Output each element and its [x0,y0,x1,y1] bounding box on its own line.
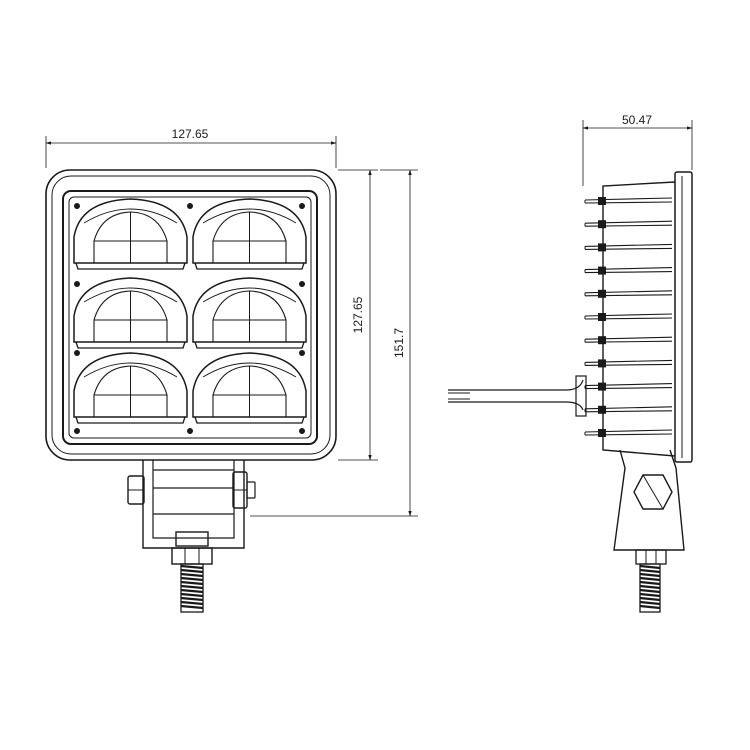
lens-window [68,196,312,439]
bolt-thread [180,604,204,610]
side-dimensions: 50.47 [582,113,693,186]
width-dimension-label: 127.65 [172,127,209,141]
screw [299,350,305,356]
screw [187,203,193,209]
bolt-thread [180,588,204,594]
led-reflector [192,198,307,270]
side-bracket [613,449,685,613]
bolt-thread [180,584,204,590]
screw [74,203,80,209]
bolt-thread [180,592,204,598]
bolt-thread [639,568,661,574]
bolt-thread [180,572,204,578]
led-reflector [192,277,307,349]
screws [74,203,305,434]
heat-sink-fin [584,220,673,229]
overall-height-dimension-label: 151.7 [392,328,406,358]
heat-sink-fin [584,243,673,252]
screw [299,281,305,287]
screw [187,428,193,434]
led-reflector [73,277,188,349]
bolt-thread [639,604,661,610]
housing-inner [51,175,331,455]
led-reflector [73,352,188,424]
side-view [448,171,693,613]
front-dimensions: 127.65 127.65 151.7 [45,127,418,517]
bolt-thread [639,572,661,578]
heat-sink-fins [584,197,673,437]
bolt-thread [180,568,204,574]
bolt-thread [180,564,204,570]
housing-outer [45,169,337,461]
bolt-thread [180,600,204,606]
heat-sink-fin [584,289,673,298]
bolt-thread [639,584,661,590]
base-nut [175,531,209,547]
bolt-thread [639,588,661,594]
lens-bezel [62,190,318,445]
heat-sink-fin [584,359,673,368]
bolt-thread [639,564,661,570]
heat-sink-fin [584,405,673,414]
mounting-bracket [127,460,256,565]
side-lens-plate [674,171,693,463]
threaded-bolt [180,563,204,613]
screw [299,428,305,434]
front-view [45,169,337,613]
led-reflectors [73,198,307,424]
power-cable [448,375,587,417]
bolt-thread [639,600,661,606]
bolt-thread [639,596,661,602]
bolt-thread [639,592,661,598]
bolt-thread [180,576,204,582]
heat-sink-fin [584,266,673,275]
bolt-thread [180,596,204,602]
bolt-thread [639,576,661,582]
led-reflector [192,352,307,424]
screw [74,428,80,434]
led-reflector [73,198,188,270]
heat-sink-fin [584,429,673,437]
screw [74,281,80,287]
heat-sink-fin [584,336,673,345]
bolt-thread [639,580,661,586]
heat-sink-fin [584,313,673,321]
heat-sink-fin [584,197,673,205]
screw [299,203,305,209]
depth-dimension-label: 50.47 [622,113,652,127]
height-dimension-label: 127.65 [351,296,365,333]
bolt-thread [180,580,204,586]
heat-sink-fin [584,382,673,391]
screw [74,350,80,356]
